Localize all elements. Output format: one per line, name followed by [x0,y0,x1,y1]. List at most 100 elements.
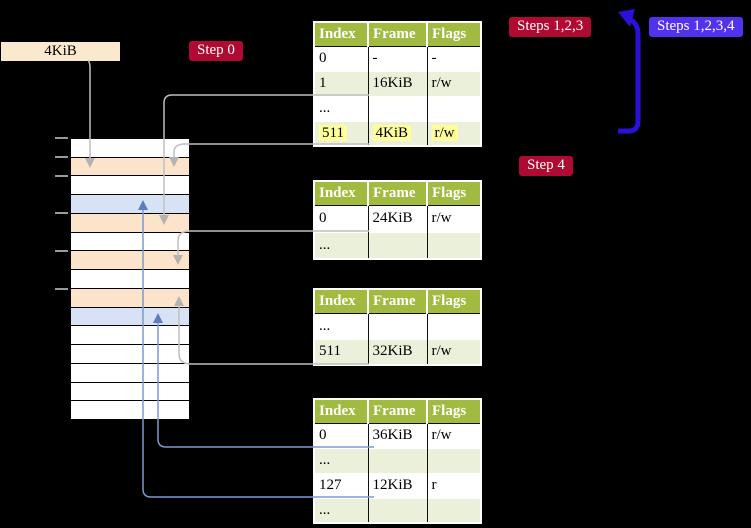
column-header: Index [314,22,368,47]
column-header: Index [314,181,368,206]
page-table-1: Index Frame Flags 0 - - 1 16KiB r/w ... … [313,21,482,147]
highlighted-value: 4KiB [372,124,412,141]
table-cell [367,231,427,259]
table-cell: 0 [314,422,368,448]
memory-frame-row-white [71,363,189,383]
table-cell: ... [314,447,368,473]
table-cell: ... [314,231,368,259]
table-cell: 511 [314,120,368,146]
column-header: Frame [367,399,427,424]
table-cell: 127 [314,472,368,498]
memory-frame-row-orange [71,213,189,233]
table-cell: r [426,472,481,498]
table-cell [367,447,427,473]
table-cell [426,497,481,523]
memory-frame-row-white [71,326,189,346]
memory-frame-row-white [71,270,189,289]
table-cell [426,95,481,121]
page-table-3: Index Frame Flags ... 511 32KiB r/w [313,288,482,366]
table-row: 127 12KiB r [314,472,481,498]
table-cell: 1 [314,70,368,96]
column-header: Index [314,399,368,424]
table-cell: r/w [426,338,481,365]
memory-frame-row-orange [71,288,189,308]
memory-frame-row-white [71,176,189,196]
table-cell: 32KiB [367,338,427,365]
arrowhead-up-left-icon [618,9,635,27]
table-cell [426,231,481,259]
table-cell: r/w [426,204,481,232]
table-cell: r/w [426,120,481,146]
table-cell [367,497,427,523]
memory-frame-row-white [71,232,189,252]
tick-mark [55,288,68,290]
column-header: Flags [426,289,481,314]
page-table-2: Index Frame Flags 0 24KiB r/w ... [313,180,482,260]
table-cell: - [426,45,481,71]
memory-frame-row-white [71,139,189,158]
table-cell: ... [314,312,368,339]
column-header: Frame [367,181,427,206]
table-cell [367,312,427,339]
table-header-row: Index Frame Flags [314,181,481,206]
table-cell: 24KiB [367,204,427,232]
memory-frame-row-white [71,382,189,402]
tick-mark [55,250,68,252]
highlighted-value: 511 [319,124,347,141]
table-cell: r/w [426,70,481,96]
frame-size-label: 4KiB [1,42,120,61]
table-cell [426,312,481,339]
table-row: ... [314,497,481,523]
badge-steps-1-2-3-4: Steps 1,2,3,4 [649,17,743,37]
table-row: 0 - - [314,45,481,71]
table-cell [426,447,481,473]
column-header: Flags [426,399,481,424]
table-cell: r/w [426,422,481,448]
table-cell: ... [314,95,368,121]
badge-steps-1-2-3: Steps 1,2,3 [509,17,592,37]
table-row: 0 36KiB r/w [314,422,481,448]
memory-frame-row-orange [71,157,189,177]
memory-frame-row-white [71,401,189,420]
tick-mark [55,156,68,158]
table-cell: - [367,45,427,71]
highlighted-value: r/w [431,124,458,141]
table-cell: 16KiB [367,70,427,96]
page-table-4: Index Frame Flags 0 36KiB r/w ... 127 12… [313,398,482,524]
table-cell: 511 [314,338,368,365]
memory-frame-row-orange [71,251,189,271]
table-row: ... [314,95,481,121]
column-header: Flags [426,22,481,47]
table-row: 1 16KiB r/w [314,70,481,96]
column-header: Frame [367,22,427,47]
table-cell: 12KiB [367,472,427,498]
column-header: Flags [426,181,481,206]
table-cell: ... [314,497,368,523]
table-row: ... [314,447,481,473]
table-header-row: Index Frame Flags [314,289,481,314]
table-row: ... [314,312,481,339]
table-cell: 0 [314,204,368,232]
tick-mark [55,175,68,177]
tick-mark [55,137,68,139]
memory-frame-row-blue [71,307,189,327]
table-header-row: Index Frame Flags [314,399,481,424]
badge-step-4: Step 4 [519,156,573,176]
column-header: Index [314,289,368,314]
table-row: ... [314,231,481,259]
tick-mark [55,212,68,214]
table-row-highlighted: 511 4KiB r/w [314,120,481,146]
table-cell: 4KiB [367,120,427,146]
table-cell: 36KiB [367,422,427,448]
badge-step-0: Step 0 [189,41,243,61]
table-cell: 0 [314,45,368,71]
table-header-row: Index Frame Flags [314,22,481,47]
steps-loop-arrow [618,17,641,134]
table-cell [367,95,427,121]
table-row: 0 24KiB r/w [314,204,481,232]
memory-frame-row-blue [71,195,189,214]
memory-frame-row-white [71,345,189,364]
column-header: Frame [367,289,427,314]
table-row: 511 32KiB r/w [314,338,481,365]
